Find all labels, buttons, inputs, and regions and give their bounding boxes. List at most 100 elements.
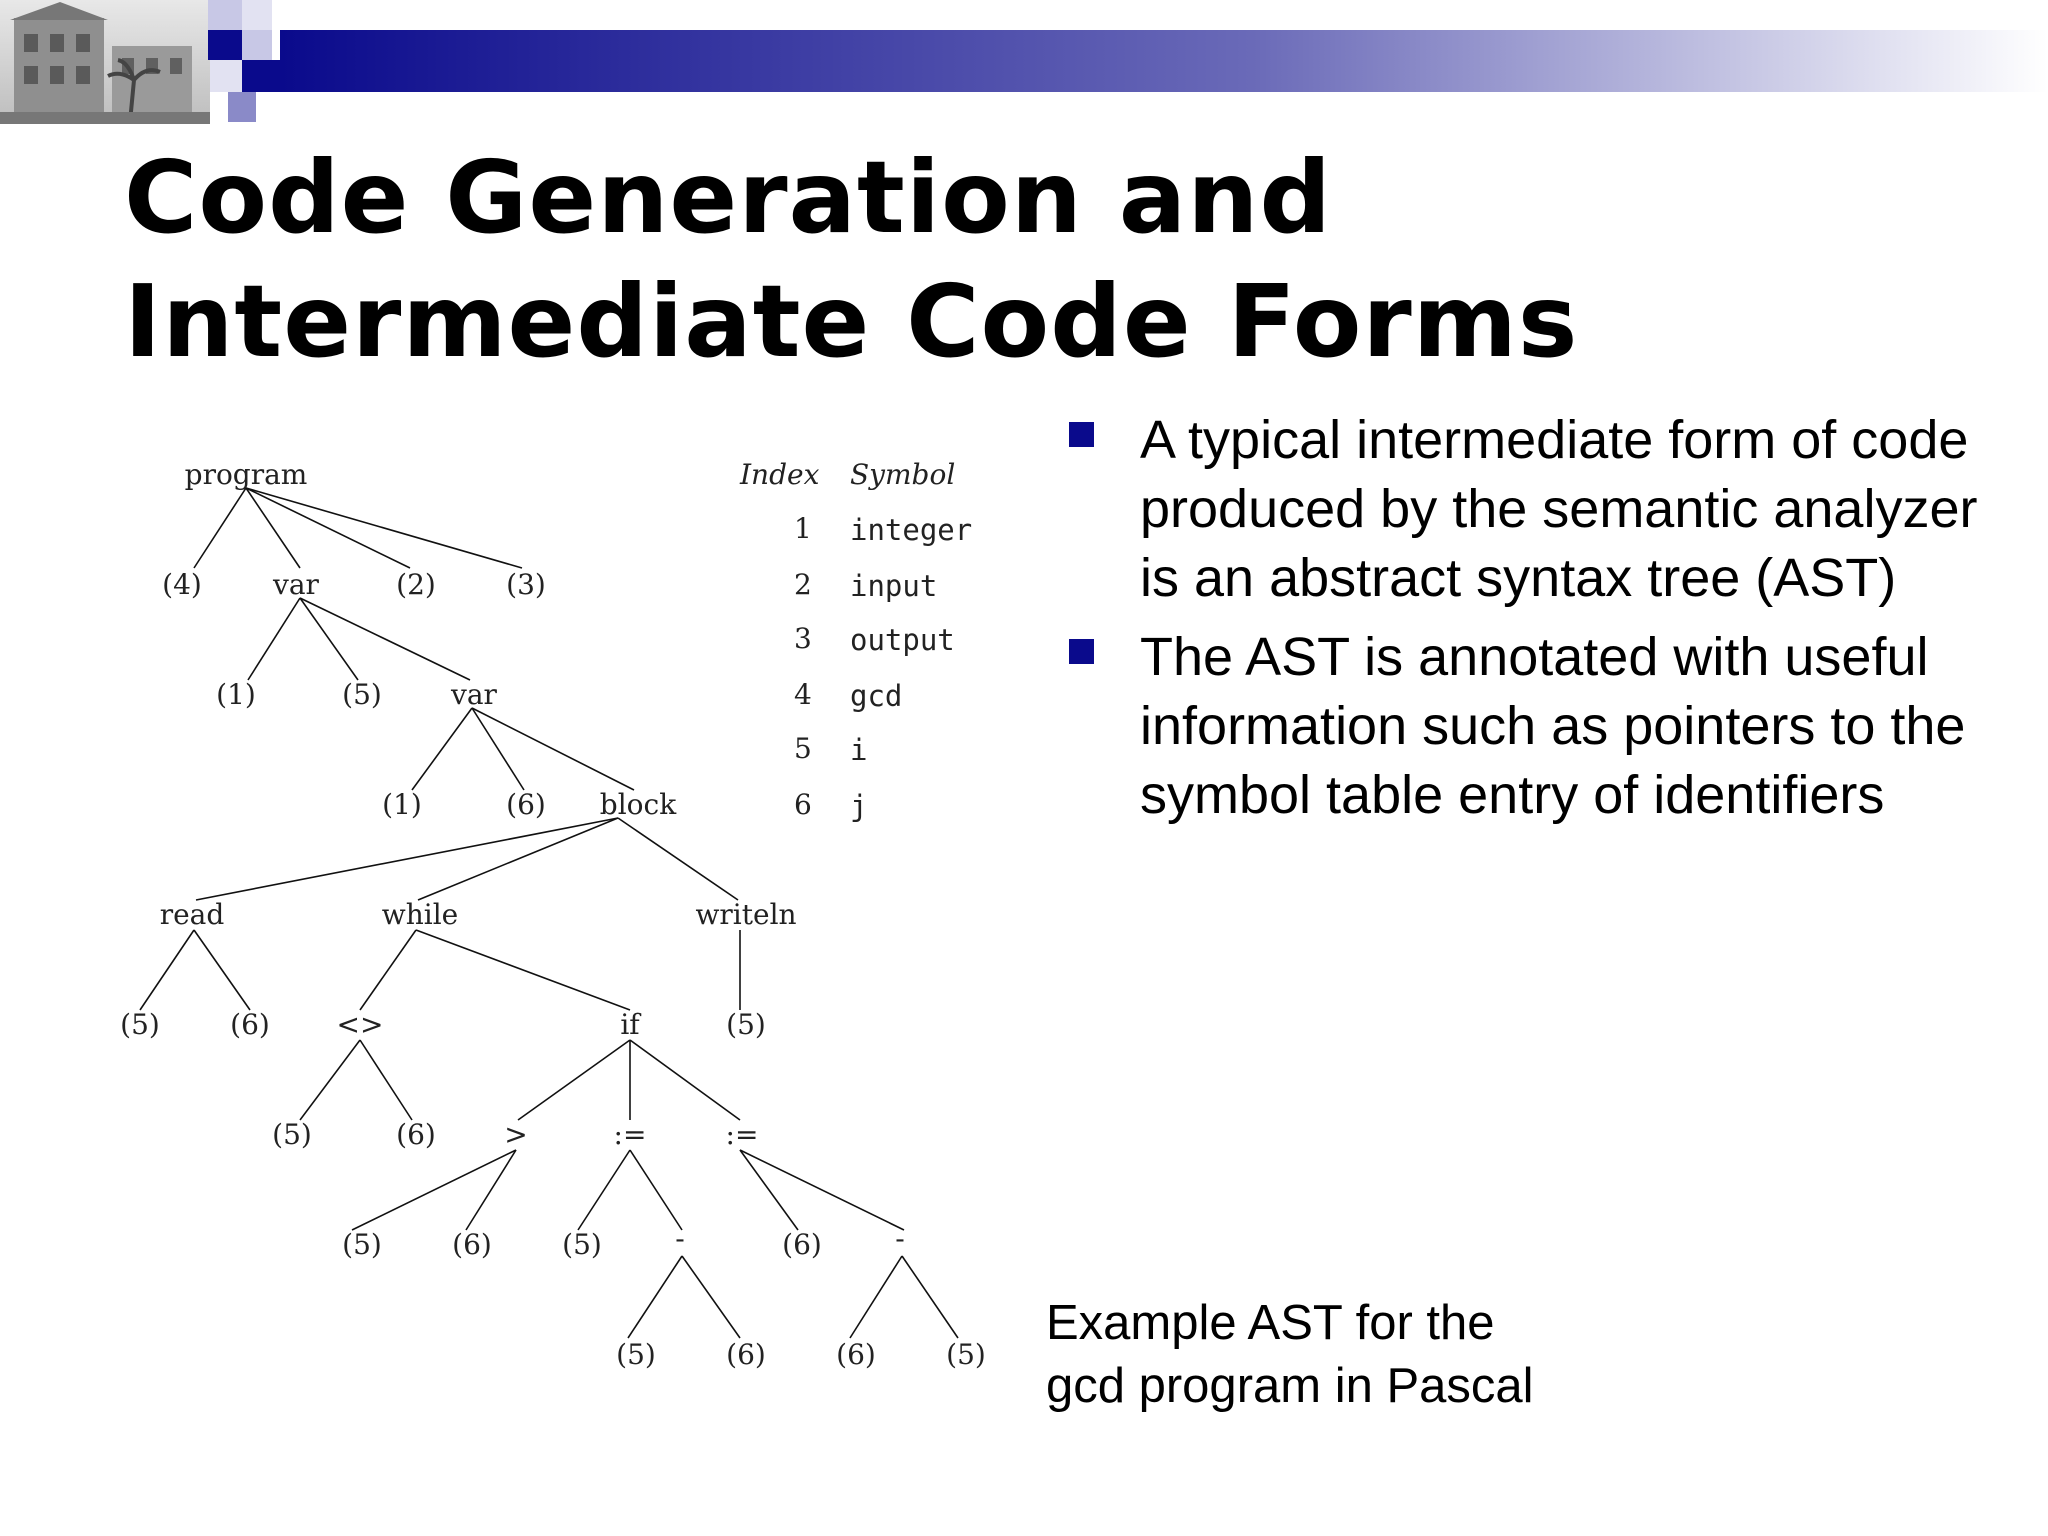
caption-line-2: gcd program in Pascal [1046, 1359, 1534, 1413]
title-line-2: Intermediate Code Forms [124, 263, 1579, 380]
ast-edges [139, 487, 959, 1339]
campus-photo [0, 0, 210, 124]
title-line-1: Code Generation and [124, 139, 1333, 256]
ast-node-input-ref: (2) [396, 568, 436, 601]
ast-node-j-ref: (6) [836, 1338, 876, 1371]
edge [629, 1149, 683, 1231]
header-square [242, 30, 272, 60]
header-square [210, 60, 242, 92]
ast-node-block: block [600, 788, 677, 821]
header-square [208, 30, 242, 60]
edge [351, 1149, 517, 1231]
bullet-item: A typical intermediate form of code prod… [1066, 406, 1986, 613]
edge [299, 597, 359, 681]
caption-line-1: Example AST for the [1046, 1296, 1495, 1350]
ast-node-writeln: writeln [695, 898, 796, 931]
edge [417, 817, 619, 901]
ast-node-assign: := [726, 1118, 759, 1151]
ast-node-i-ref: (5) [562, 1228, 602, 1261]
edge [299, 597, 471, 681]
bullet-text: The AST is annotated with useful informa… [1140, 627, 1966, 825]
edge [901, 1255, 959, 1339]
ast-node-read: read [160, 898, 225, 931]
bullet-text: A typical intermediate form of code prod… [1140, 410, 1978, 608]
symbol-table-header-index: Index [739, 458, 820, 491]
symbol-table-symbol: gcd [850, 679, 902, 713]
edge [617, 817, 739, 901]
ast-node-not-equal: <> [337, 1008, 384, 1041]
header-square [242, 0, 272, 30]
diagram-caption: Example AST for the gcd program in Pasca… [1046, 1292, 1746, 1418]
header-square [208, 0, 242, 30]
header-gradient-bar [280, 30, 2048, 92]
ast-node-var: var [272, 568, 320, 601]
symbol-table-index: 1 [794, 512, 812, 545]
header-banner [0, 0, 2048, 124]
ast-node-assign: := [614, 1118, 647, 1151]
bullet-square-icon [1069, 639, 1094, 664]
ast-node-minus: - [895, 1222, 904, 1255]
bullet-list: A typical intermediate form of code prod… [1066, 406, 1986, 840]
ast-node-program: program [185, 458, 308, 491]
header-square [228, 92, 256, 122]
edge [465, 1149, 517, 1231]
ast-node-greater-than: > [504, 1118, 527, 1151]
edge [471, 707, 525, 791]
edge [415, 929, 631, 1011]
symbol-table-symbol: integer [850, 513, 972, 547]
edge [299, 1039, 361, 1121]
header-square [242, 60, 280, 92]
ast-node-i-ref: (5) [726, 1008, 766, 1041]
edge [471, 707, 635, 791]
edge [195, 817, 619, 901]
symbol-table-symbol: j [850, 789, 867, 823]
symbol-table-index: 4 [794, 678, 812, 711]
edge [247, 597, 301, 681]
edge [849, 1255, 903, 1339]
edge [739, 1149, 905, 1231]
ast-nodes: program (4) var (2) (3) (1) (5) var (1) … [120, 458, 986, 1371]
ast-node-i-ref: (5) [342, 678, 382, 711]
ast-node-integer-ref: (1) [216, 678, 256, 711]
ast-node-i-ref: (5) [120, 1008, 160, 1041]
ast-node-output-ref: (3) [506, 568, 546, 601]
symbol-table-index: 3 [794, 622, 812, 655]
ast-node-j-ref: (6) [396, 1118, 436, 1151]
edge [739, 1149, 799, 1231]
ast-node-integer-ref: (1) [382, 788, 422, 821]
symbol-table-symbol: i [850, 733, 867, 767]
edge [245, 487, 301, 569]
ast-node-while: while [382, 898, 458, 931]
ast-node-if: if [620, 1008, 642, 1041]
edge [193, 487, 247, 569]
symbol-table-index: 6 [794, 788, 812, 821]
ast-node-gcd-ref: (4) [162, 568, 202, 601]
edge [245, 487, 411, 569]
bullet-square-icon [1069, 422, 1094, 447]
ast-node-i-ref: (5) [946, 1338, 986, 1371]
edge [577, 1149, 631, 1231]
ast-node-i-ref: (5) [342, 1228, 382, 1261]
ast-node-j-ref: (6) [782, 1228, 822, 1261]
edge [359, 929, 417, 1011]
edge [681, 1255, 741, 1339]
edge [629, 1039, 741, 1121]
edge [517, 1039, 631, 1121]
symbol-table-symbol: input [850, 569, 937, 603]
ast-node-j-ref: (6) [452, 1228, 492, 1261]
slide-title: Code Generation and Intermediate Code Fo… [124, 136, 1884, 384]
edge [411, 707, 473, 791]
edge [193, 929, 251, 1011]
ast-node-i-ref: (5) [616, 1338, 656, 1371]
bullet-item: The AST is annotated with useful informa… [1066, 623, 1986, 830]
symbol-table-symbol: output [850, 623, 955, 657]
ast-node-j-ref: (6) [230, 1008, 270, 1041]
ast-node-j-ref: (6) [726, 1338, 766, 1371]
edge [627, 1255, 683, 1339]
ast-node-minus: - [675, 1222, 684, 1255]
ast-node-i-ref: (5) [272, 1118, 312, 1151]
symbol-table-header-symbol: Symbol [850, 458, 955, 491]
edge [139, 929, 195, 1011]
symbol-table-index: 5 [794, 732, 812, 765]
